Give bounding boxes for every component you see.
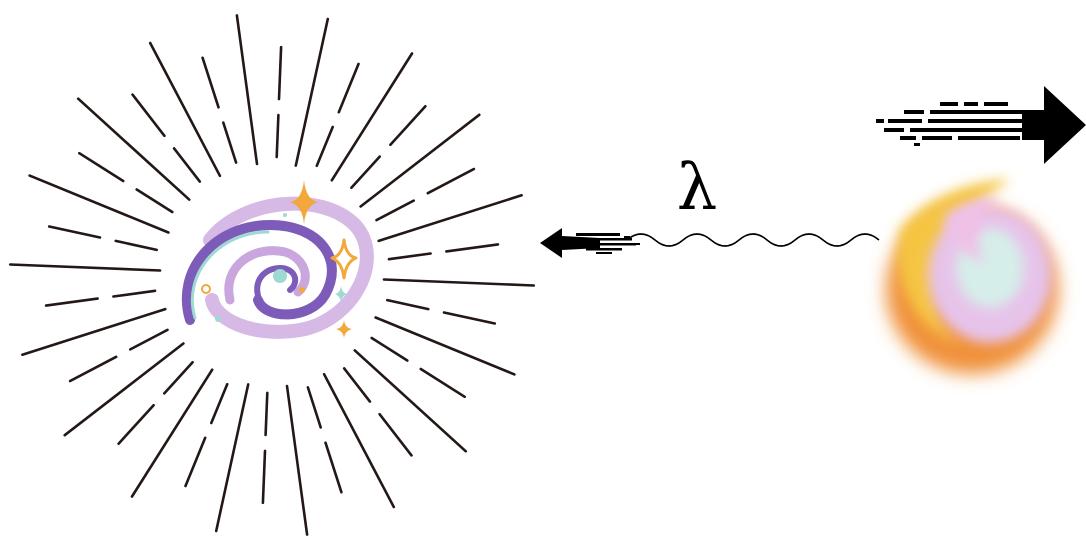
burst-ray [324,441,343,494]
burst-ray [353,349,468,453]
glowing-orb-icon [886,179,1058,374]
burst-ray [387,252,432,261]
burst-ray [294,17,330,167]
burst-ray [261,449,267,505]
burst-ray [445,243,500,253]
burst-ray [389,105,427,147]
burst-ray [330,52,414,182]
burst-ray [117,403,155,446]
burst-ray [337,62,360,114]
burst-ray [285,384,309,536]
photon-wave [626,233,880,247]
burst-ray [370,336,409,362]
incoming-arrow-icon [540,228,640,258]
burst-ray [21,307,167,357]
burst-ray [264,391,269,437]
burst-ray [68,355,118,383]
burst-ray [315,125,335,168]
burst-ray [426,167,476,195]
burst-ray [28,174,170,234]
burst-ray [130,368,214,498]
burst-ray [382,278,536,287]
burst-rays [8,14,536,536]
burst-ray [322,372,396,509]
burst-ray [210,382,229,425]
burst-ray [277,45,283,101]
burst-ray [172,147,202,183]
burst-ray [131,93,166,138]
burst-ray [377,194,523,243]
burst-ray [78,151,125,183]
burst-ray [222,121,238,164]
burst-ray [378,412,413,457]
burst-ray [442,311,497,325]
burst-ray [163,360,194,395]
burst-ray [184,436,207,488]
burst-ray [148,41,222,178]
burst-ray [8,263,162,272]
burst-ray [235,14,259,166]
burst-ray [214,383,250,533]
burst-ray [201,56,220,109]
burst-ray [129,328,169,351]
burst-ray [63,342,185,437]
burst-ray [359,113,481,208]
burst-ray [350,155,382,189]
wavelength-label: λ [676,151,718,225]
burst-ray [76,97,191,201]
burst-ray [135,188,174,214]
burst-ray [375,199,416,222]
burst-ray [385,298,430,311]
burst-ray [419,367,467,399]
burst-ray [47,225,102,239]
burst-ray [306,386,323,429]
burst-ray [342,367,372,403]
burst-ray [112,289,157,298]
galaxy-icon [181,180,374,339]
burst-ray [44,297,99,307]
burst-ray [275,113,280,159]
burst-ray [374,316,516,376]
burst-ray [114,239,158,252]
outgoing-arrow-icon [876,86,1086,164]
